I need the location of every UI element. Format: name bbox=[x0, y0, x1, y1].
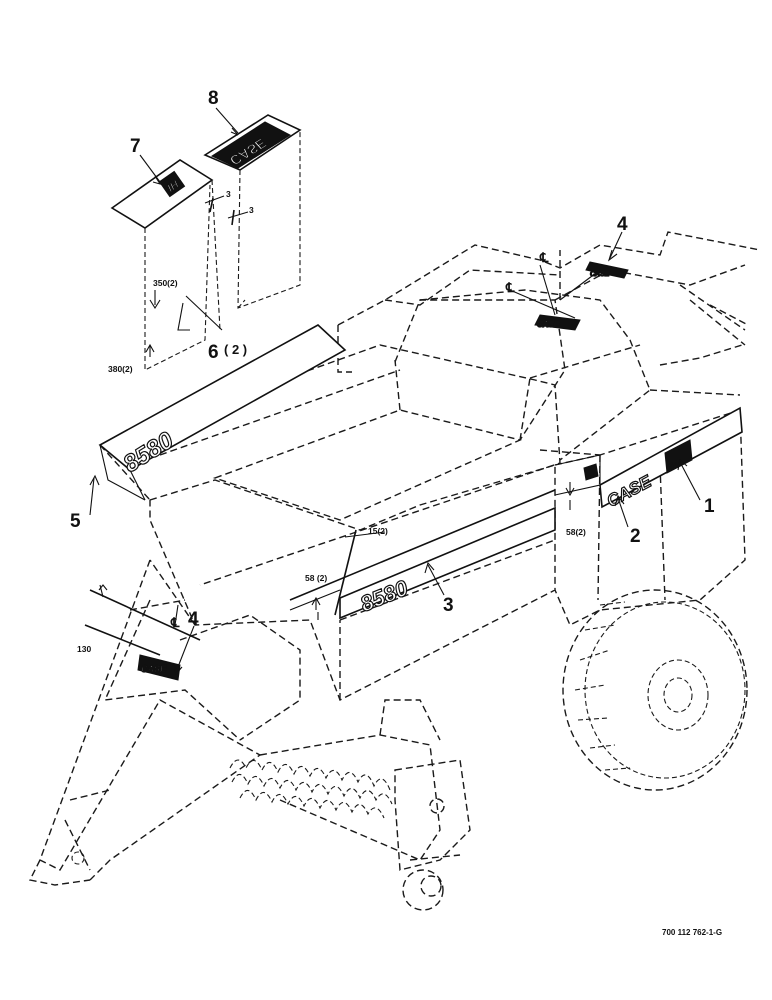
decal-4-top: CASE CASE bbox=[509, 261, 629, 331]
drawing-part-number: 700 112 762-1-G bbox=[662, 928, 722, 937]
dim-3-a: 3 bbox=[226, 189, 231, 199]
decal-4-top-text: CASE bbox=[537, 320, 560, 329]
dim-350: 350(2) bbox=[153, 278, 178, 288]
centerline-top-b: ℄ bbox=[505, 280, 515, 295]
callout-5: 5 bbox=[70, 511, 81, 532]
dim-58-left: 58 (2) bbox=[305, 573, 327, 583]
decal-7-badge-sheet: IH bbox=[110, 159, 221, 371]
dim-380: 380(2) bbox=[108, 364, 133, 374]
centerline-top-a: ℄ bbox=[539, 250, 549, 265]
wheel bbox=[562, 589, 748, 791]
centerline-front: ℄ bbox=[170, 615, 180, 630]
callout-8: 8 bbox=[208, 88, 219, 109]
callout-4-front: 4 bbox=[188, 609, 199, 630]
decal-4-front-text: CASE bbox=[141, 664, 167, 674]
callout-2: 2 bbox=[630, 526, 641, 547]
callout-6-qty: ( 2 ) bbox=[224, 342, 247, 357]
dim-58-right: 58(2) bbox=[566, 527, 586, 537]
dim-3-b: 3 bbox=[249, 205, 254, 215]
pickup-tines bbox=[229, 759, 393, 819]
callout-7: 7 bbox=[130, 136, 141, 157]
dimension-lines bbox=[84, 195, 575, 656]
dim-15: 15(2) bbox=[368, 526, 388, 536]
dim-130: 130 bbox=[77, 644, 91, 654]
baler-outline bbox=[28, 231, 761, 911]
callout-3: 3 bbox=[443, 595, 454, 616]
decal-4-front: CASE bbox=[137, 654, 181, 681]
callout-4-top: 4 bbox=[617, 214, 628, 235]
decal-5-model-strip: 8580 bbox=[98, 324, 347, 501]
decal-3-model-stripe: 8580 bbox=[289, 489, 556, 620]
callout-leaders bbox=[89, 107, 701, 676]
callout-1: 1 bbox=[704, 496, 715, 517]
decal-4-right-text: CASE bbox=[590, 271, 610, 278]
callout-6: 6 bbox=[208, 342, 219, 363]
